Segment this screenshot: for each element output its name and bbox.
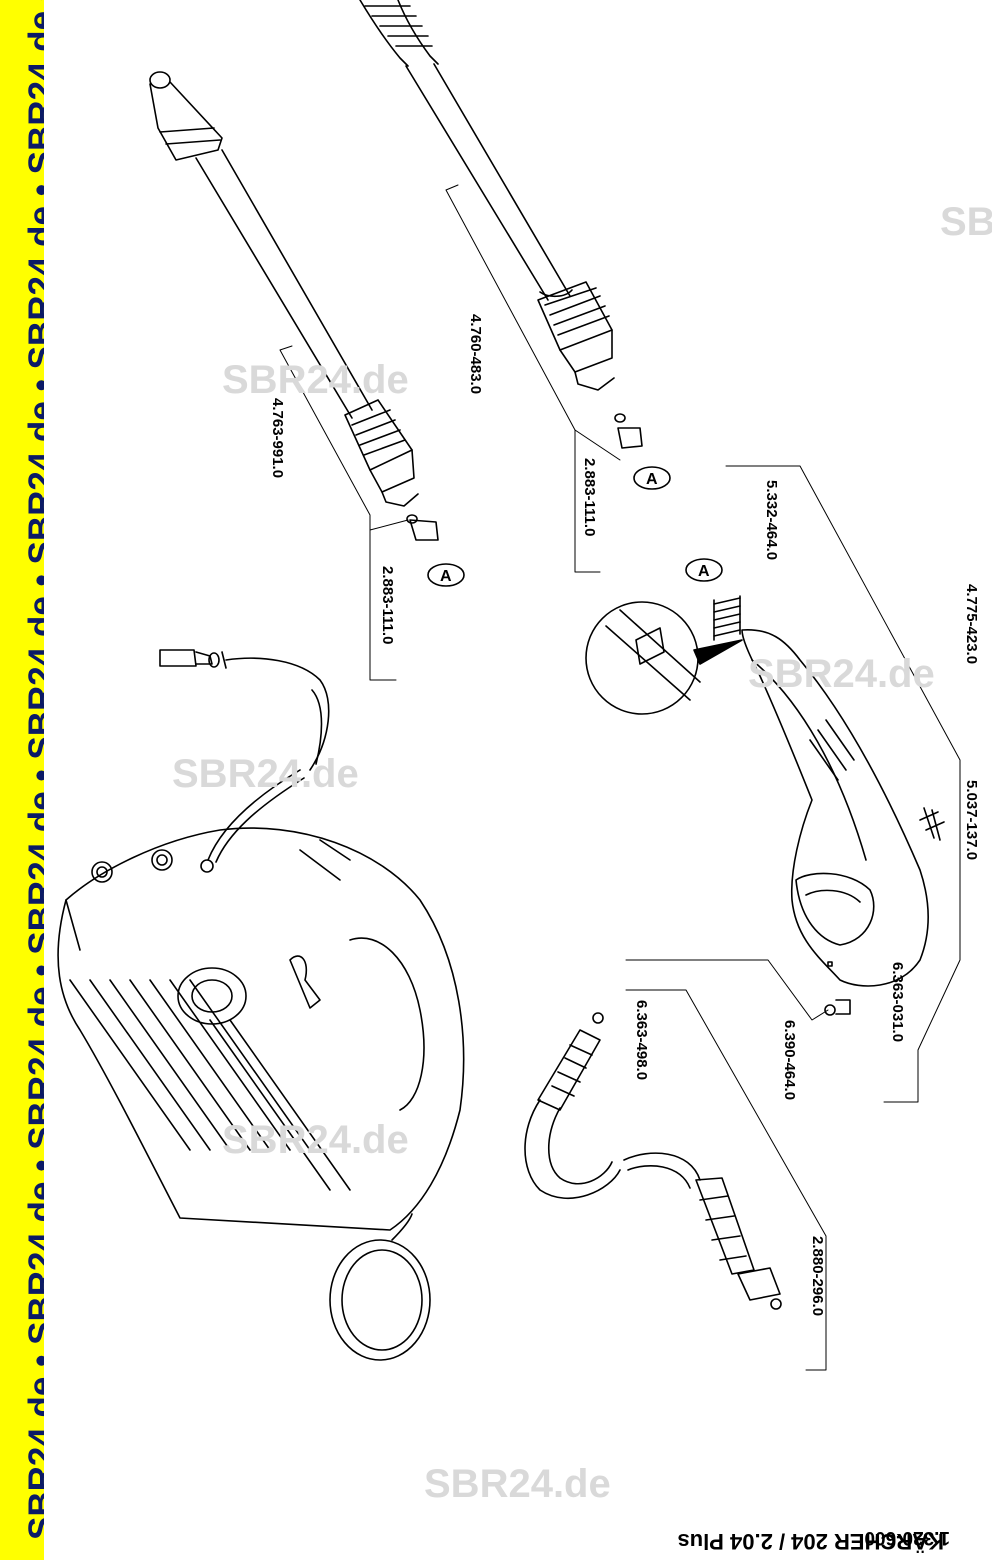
label-nozzle-b: 2.883-111.0 [581, 458, 598, 537]
watermark-1: SBR24.de [222, 358, 409, 402]
nozzle-fitting-a [406, 514, 439, 541]
leader-lines [279, 184, 961, 1371]
watermark-2: SBR24.de [172, 752, 359, 796]
label-hose-assy: 6.390-464.0 [781, 1020, 798, 1101]
label-lance-long: 4.760-483.0 [467, 314, 484, 395]
detail-marker-a-1: A [440, 568, 452, 585]
model-title: KÄRCHER 204 / 2.04 Plus [677, 1529, 944, 1554]
sidebar-banner: SBR24.de • SBR24.de • SBR24.de • SBR24.d… [0, 0, 44, 1560]
machine-housing [57, 649, 465, 1361]
o-ring-small [824, 999, 851, 1016]
detail-marker-a-3: A [698, 563, 710, 580]
watermark-4: SBR24.de [222, 1118, 409, 1162]
label-o-ring-hose: 6.363-498.0 [633, 1000, 650, 1081]
label-nozzle-a: 2.883-111.0 [379, 566, 396, 645]
label-gun: 4.775-423.0 [963, 584, 980, 665]
clip [919, 807, 945, 841]
nozzle-fitting-b [614, 413, 643, 449]
label-lance-short: 4.763-991.0 [269, 398, 286, 479]
watermark-6: SBR24.de [940, 200, 992, 244]
trigger-gun [741, 629, 930, 987]
label-hose: 2.880-296.0 [809, 1236, 826, 1317]
spring [713, 595, 741, 641]
detail-magnifier [585, 601, 743, 715]
spray-lance-long [359, 0, 615, 391]
pressure-hose [524, 1012, 782, 1310]
watermark-3: SBR24.de [748, 652, 935, 696]
detail-marker-bubbles [427, 466, 723, 587]
spray-lance-short [149, 71, 419, 507]
detail-marker-a-2: A [646, 471, 658, 488]
watermark-5: SBR24.de [424, 1462, 611, 1506]
label-spring: 5.332-464.0 [763, 480, 780, 561]
label-o-ring-small: 6.363-031.0 [889, 962, 906, 1043]
label-clip: 5.037-137.0 [963, 780, 980, 861]
